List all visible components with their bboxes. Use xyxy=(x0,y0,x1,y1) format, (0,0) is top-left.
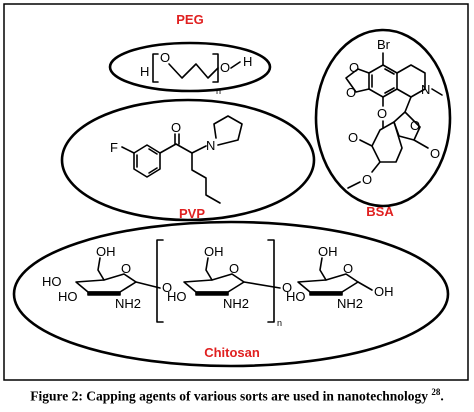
pvp-pyrrolidine xyxy=(213,115,243,146)
chitosan-unit1-ch2oh xyxy=(97,257,105,281)
chitosan-unit2-ring xyxy=(183,273,245,293)
caption-reference: 28 xyxy=(431,387,441,397)
peg-bracket-left xyxy=(152,53,159,83)
bsa-n-methyl xyxy=(431,88,443,96)
pvp-propyl-chain xyxy=(191,152,221,204)
bsa-n: N xyxy=(421,82,430,97)
bsa-label: BSA xyxy=(366,204,394,219)
figure-caption: Figure 2: Capping agents of various sort… xyxy=(0,387,474,405)
bsa-aromatic-ring xyxy=(368,64,398,98)
bsa-ellipse xyxy=(314,28,452,208)
peg-h-left: H xyxy=(140,64,149,79)
figure-frame xyxy=(3,3,469,381)
caption-end: . xyxy=(440,388,444,404)
peg-chain xyxy=(168,63,219,79)
chitosan-oh1: OH xyxy=(96,244,116,259)
pvp-carbonyl-double xyxy=(174,133,180,145)
pvp-n-bond xyxy=(191,145,207,154)
chitosan-bracket-right xyxy=(267,239,275,323)
chitosan-link2-bond xyxy=(243,281,281,289)
chitosan-unit3-ring xyxy=(297,273,359,293)
chitosan-o-link2: O xyxy=(282,280,292,295)
bsa-o5: O xyxy=(362,172,372,187)
chitosan-nh2-1: NH2 xyxy=(115,296,141,311)
bsa-o1: O xyxy=(349,60,359,75)
peg-n: n xyxy=(216,86,221,96)
pvp-n: N xyxy=(206,138,215,153)
pvp-f-bond xyxy=(121,146,135,154)
chitosan-unit1-wedge xyxy=(87,291,121,296)
chitosan-oh2: OH xyxy=(204,244,224,259)
pvp-structure: F O N xyxy=(110,115,243,204)
chitosan-unit1-ring xyxy=(75,273,137,293)
pvp-label: PVP xyxy=(179,206,205,221)
chitosan-oh4-bond xyxy=(357,281,373,291)
chitosan-ho1: HO xyxy=(42,274,62,289)
peg-ellipse xyxy=(108,41,272,93)
chitosan-link1-bond xyxy=(135,281,161,289)
chitosan-label: Chitosan xyxy=(204,345,260,360)
chitosan-o-link1: O xyxy=(162,280,172,295)
pvp-o: O xyxy=(171,120,181,135)
bsa-o4: O xyxy=(348,130,358,145)
chitosan-ho4: HO xyxy=(286,289,306,304)
peg-oh-bond xyxy=(230,61,241,69)
chitosan-bracket-left xyxy=(156,239,164,323)
bsa-tetrahydro-ring xyxy=(396,64,426,98)
chitosan-ho2: HO xyxy=(58,289,78,304)
peg-o-right: O xyxy=(220,60,230,75)
bsa-methoxy3-bond xyxy=(371,161,381,173)
chitosan-oh3: OH xyxy=(318,244,338,259)
chitosan-nh2-3: NH2 xyxy=(337,296,363,311)
pvp-benzene-ring xyxy=(133,144,161,178)
peg-bracket-right xyxy=(212,53,219,83)
bsa-o-carbonyl: O xyxy=(430,146,440,161)
chitosan-o-ring3: O xyxy=(343,261,353,276)
bsa-methoxy2-bond xyxy=(359,139,373,147)
chitosan-unit3-ch2oh xyxy=(319,257,327,281)
chitosan-unit2-wedge xyxy=(195,291,229,296)
bsa-o-ring: O xyxy=(410,118,420,133)
peg-h-right: H xyxy=(243,54,252,69)
bsa-structure: Br O O O N O O O O xyxy=(345,37,443,189)
caption-text: Figure 2: Capping agents of various sort… xyxy=(30,388,432,404)
bsa-lactone xyxy=(393,111,421,141)
chitosan-o-ring2: O xyxy=(229,261,239,276)
pvp-ellipse xyxy=(60,98,316,222)
bsa-methoxy3-me xyxy=(347,181,361,189)
chitosan-nh2-2: NH2 xyxy=(223,296,249,311)
peg-label: PEG xyxy=(176,12,203,27)
bsa-carbonyl-bond xyxy=(413,139,429,149)
bsa-o2: O xyxy=(346,85,356,100)
bsa-aromatic-double xyxy=(371,68,395,94)
bsa-br: Br xyxy=(377,37,391,52)
bsa-dimethoxy-ring xyxy=(371,121,403,163)
chitosan-ho3: HO xyxy=(167,289,187,304)
pvp-benzene-double xyxy=(136,148,158,174)
chitosan-oh4: OH xyxy=(374,284,394,299)
chitosan-unit2-ch2oh xyxy=(205,257,213,281)
peg-structure: H O O n H xyxy=(140,50,252,96)
bsa-dioxole xyxy=(345,68,370,93)
peg-o-left: O xyxy=(160,50,170,65)
chitosan-unit3-wedge xyxy=(309,291,343,296)
chitosan-ellipse xyxy=(12,220,450,368)
pvp-carbonyl-chain xyxy=(159,143,193,154)
chitosan-o-ring1: O xyxy=(121,261,131,276)
chitosan-n: n xyxy=(277,318,282,328)
bsa-link xyxy=(404,96,412,113)
pvp-f: F xyxy=(110,140,118,155)
chitosan-structure: HO HO OH O NH2 O n HO OH O NH2 O HO OH O… xyxy=(42,239,394,328)
bsa-o3: O xyxy=(377,106,387,121)
